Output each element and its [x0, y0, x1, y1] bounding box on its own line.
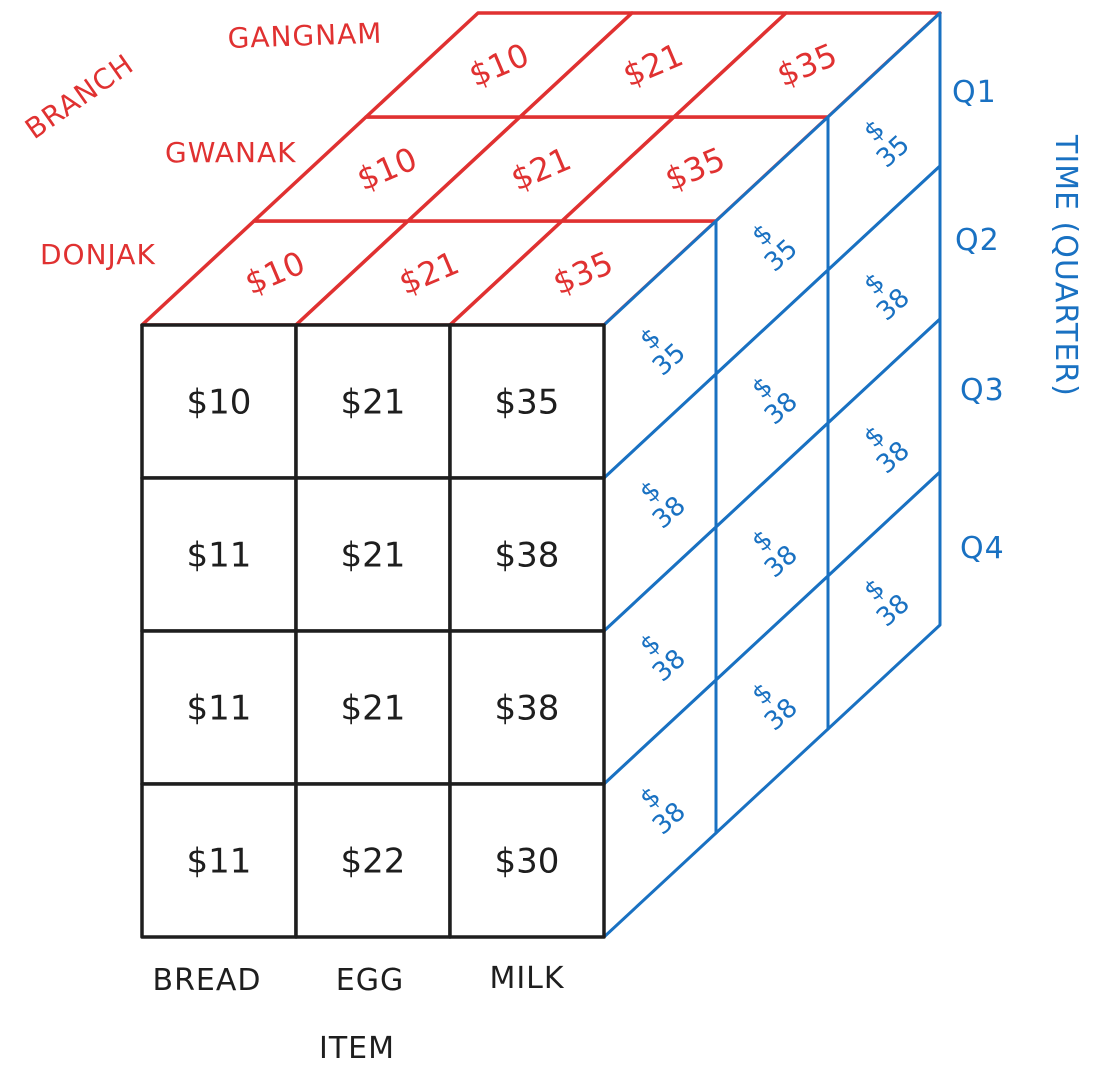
- front-value-r2-c1: $21: [341, 689, 406, 729]
- time-label-q2: Q2: [955, 223, 1000, 258]
- front-cell-r3-c0: [140, 782, 298, 939]
- front-value-r2-c0: $11: [187, 689, 252, 729]
- front-value-r3-c2: $30: [495, 842, 560, 882]
- front-value-r0-c1: $21: [341, 383, 406, 423]
- item-label-milk: MILK: [489, 961, 564, 996]
- front-cell-r2-c0: [140, 629, 298, 786]
- time-label-q1: Q1: [952, 75, 997, 110]
- side-face: $35$35$35$38$38$38$38$38$38$38$38$38: [602, 11, 942, 939]
- item-label-bread: BREAD: [152, 963, 261, 998]
- time-label-q3: Q3: [960, 373, 1005, 408]
- front-value-r2-c2: $38: [495, 689, 560, 729]
- branch-axis-title: BRANCH: [19, 47, 140, 145]
- item-label-egg: EGG: [336, 963, 404, 998]
- front-value-r1-c0: $11: [187, 536, 252, 576]
- front-value-r0-c0: $10: [187, 383, 252, 423]
- front-value-r1-c2: $38: [495, 536, 560, 576]
- front-value-r0-c2: $35: [495, 383, 560, 423]
- front-face: $10 $21 $35 $11 $21 $38 $11 $21 $38 $11 $22 $30: [140, 323, 606, 939]
- item-axis-title: ITEM: [319, 1031, 395, 1066]
- time-label-q4: Q4: [960, 531, 1005, 566]
- front-value-r3-c0: $11: [187, 842, 252, 882]
- front-value-r3-c1: $22: [341, 842, 406, 882]
- front-cell-r1-c2: [448, 476, 606, 633]
- front-cell-r2-c2: [448, 629, 606, 786]
- branch-label-gangnam: GANGNAM: [227, 17, 383, 55]
- front-cell-r0-c2: [448, 323, 606, 480]
- front-cell-r3-c1: [294, 782, 452, 939]
- time-axis-title: TIME (QUARTER): [1048, 134, 1083, 397]
- top-face: $10$21$35$10$21$35$10$21$35: [140, 11, 942, 327]
- front-cell-r1-c1: [294, 476, 452, 633]
- front-cell-r3-c2: [448, 782, 606, 939]
- side-cell-r3-d2: [826, 470, 942, 731]
- front-value-r1-c1: $21: [341, 536, 406, 576]
- branch-label-gwanak: GWANAK: [165, 136, 296, 169]
- branch-label-donjak: DONJAK: [40, 238, 156, 271]
